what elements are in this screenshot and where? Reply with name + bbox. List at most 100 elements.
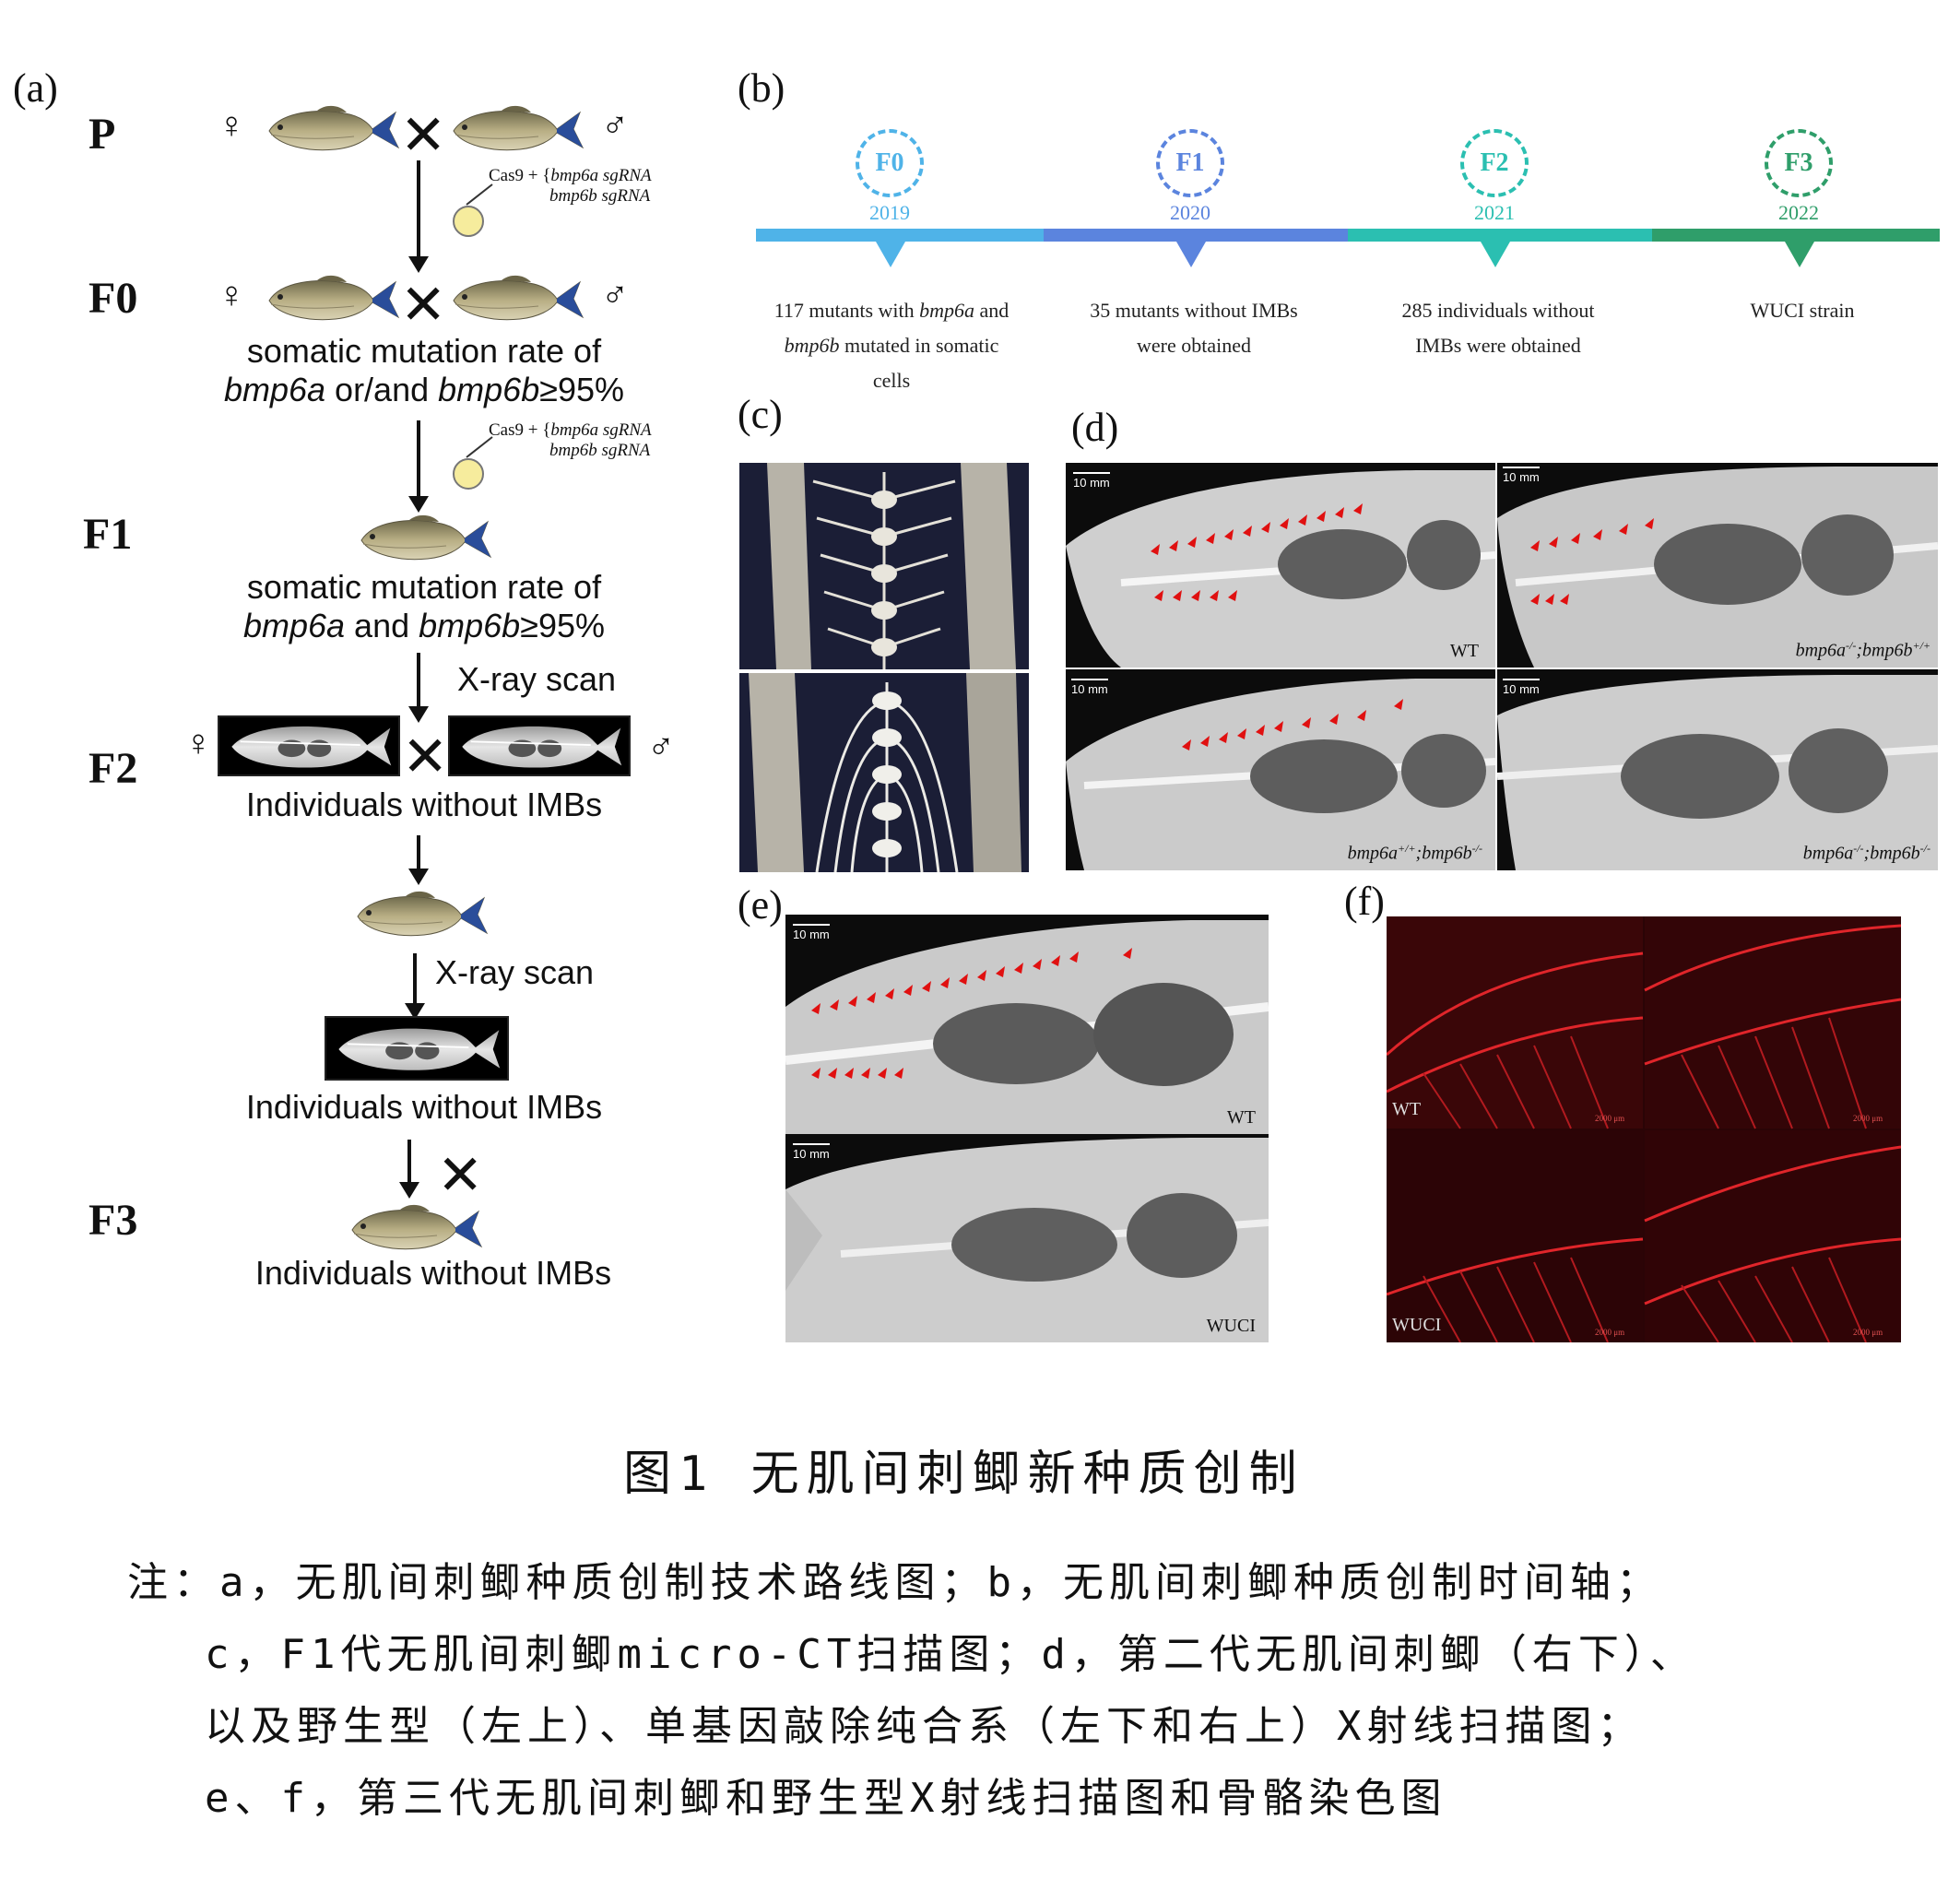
cross-icon: ✕ — [400, 103, 447, 168]
gen-label-f2: F2 — [89, 744, 138, 793]
timeline-pointer-icon — [1481, 242, 1510, 267]
timeline-segment — [756, 229, 1044, 242]
figure-note-line: e、f，第三代无肌间刺鲫和野生型X射线扫描图和骨骼染色图 — [205, 1775, 1447, 1822]
arrow-down-icon — [405, 953, 425, 1020]
injection-egg-icon — [453, 436, 493, 490]
female-symbol: ♀ — [218, 274, 245, 315]
f3-result: Individuals without IMBs — [254, 1254, 612, 1292]
fish-image — [446, 101, 584, 157]
injection-label: Cas9 + {bmp6a sgRNA bmp6b sgRNA — [489, 166, 652, 206]
xray-image-wt: 10 mm WT — [1066, 463, 1495, 668]
arrow-down-icon — [408, 653, 429, 723]
genotype-label: WUCI — [1206, 1316, 1256, 1336]
female-symbol: ♀ — [184, 722, 212, 763]
gen-label-p: P — [89, 110, 116, 159]
xray-image-wt-f3: 10 mm WT — [785, 915, 1269, 1134]
xray-thumbnail — [448, 715, 631, 776]
arrow-down-icon — [408, 160, 429, 273]
panel-label-e: (e) — [738, 882, 783, 928]
fish-image — [446, 271, 584, 326]
figure-title: 图1 无肌间刺鲫新种质创制 — [623, 1447, 1305, 1502]
f2-result: Individuals without IMBs — [245, 786, 603, 823]
arrow-down-icon — [399, 1140, 419, 1199]
scale-bar: 10 mm — [1503, 679, 1540, 696]
scale-bar: 10 mm — [1071, 679, 1108, 696]
scale-bar: 10 mm — [793, 1143, 830, 1161]
male-symbol: ♂ — [647, 726, 675, 767]
timeline-year: 2019 — [869, 201, 910, 224]
xray-thumbnail — [325, 1016, 509, 1081]
timeline-year: 2020 — [1170, 201, 1210, 224]
scale-bar: 10 mm — [1503, 467, 1540, 484]
xray-image-double-ko: 10 mm bmp6a-/-;bmp6b-/- — [1497, 669, 1938, 870]
panel-label-f: (f) — [1344, 879, 1385, 924]
timeline-year: 2022 — [1778, 201, 1819, 224]
figure-note-line: 以及野生型（左上）、单基因敲除纯合系（左下和右上）X射线扫描图； — [205, 1703, 1644, 1750]
bone-stain-image: WT WUCI 2000 μm 2000 μm 2000 μm 2000 μm — [1387, 916, 1901, 1342]
timeline-year: 2021 — [1474, 201, 1515, 224]
microct-image-bottom — [739, 673, 1029, 872]
injection-egg-icon — [453, 183, 493, 237]
timeline-pointer-icon — [876, 242, 905, 267]
microct-image-top — [739, 463, 1029, 669]
gen-label-f1: F1 — [83, 510, 133, 559]
timeline-node-f1: F1 — [1156, 129, 1224, 197]
xray-thumbnail — [218, 715, 400, 776]
stain-scale: 2000 μm — [1853, 1114, 1883, 1123]
genotype-label: WT — [1226, 1107, 1256, 1128]
timeline-segment — [1348, 229, 1652, 242]
arrow-down-icon — [408, 420, 429, 513]
xray-image-bmp6b-ko: 10 mm bmp6a+/+;bmp6b-/- — [1066, 669, 1495, 870]
xray-scan-label-1: X-ray scan — [457, 660, 617, 698]
panel-label-d: (d) — [1071, 405, 1119, 450]
stain-scale: 2000 μm — [1595, 1328, 1625, 1337]
fish-image — [262, 271, 400, 326]
timeline-node-f2: F2 — [1460, 129, 1529, 197]
stain-label-wuci: WUCI — [1392, 1315, 1442, 1335]
timeline-node-f0: F0 — [856, 129, 924, 197]
panel-label-a: (a) — [13, 65, 58, 111]
male-symbol: ♂ — [601, 274, 629, 315]
mid-result: Individuals without IMBs — [245, 1088, 603, 1126]
injection-label: Cas9 + {bmp6a sgRNA bmp6b sgRNA — [489, 420, 652, 460]
genotype-label: bmp6a+/+;bmp6b-/- — [1347, 842, 1482, 864]
male-symbol: ♂ — [601, 104, 629, 146]
timeline-node-f3: F3 — [1765, 129, 1833, 197]
scale-bar: 10 mm — [793, 924, 830, 941]
f0-criteria: somatic mutation rate of bmp6a or/and bm… — [223, 332, 625, 408]
panel-label-b: (b) — [738, 65, 785, 111]
gen-label-f3: F3 — [89, 1196, 138, 1245]
timeline-description: 35 mutants without IMBs were obtained — [1090, 299, 1298, 357]
stain-scale: 2000 μm — [1853, 1328, 1883, 1337]
cross-icon: ✕ — [437, 1143, 484, 1208]
fish-image — [350, 887, 489, 942]
genotype-label: bmp6a-/-;bmp6b+/+ — [1795, 639, 1930, 661]
timeline-pointer-icon — [1176, 242, 1206, 267]
gen-label-f0: F0 — [89, 274, 138, 323]
f1-criteria: somatic mutation rate of bmp6a and bmp6b… — [242, 568, 606, 644]
xray-image-bmp6a-ko: 10 mm bmp6a-/-;bmp6b+/+ — [1497, 463, 1938, 668]
stain-scale: 2000 μm — [1595, 1114, 1625, 1123]
timeline-segment — [1652, 229, 1940, 242]
timeline-description: 285 individuals without IMBs were obtain… — [1401, 299, 1595, 357]
figure-note-line: c，F1代无肌间刺鲫micro-CT扫描图；d，第二代无肌间刺鲫（右下）、 — [205, 1631, 1696, 1678]
stain-label-wt: WT — [1392, 1099, 1422, 1119]
arrow-down-icon — [408, 835, 429, 885]
fish-image — [345, 1200, 483, 1256]
timeline-segment — [1044, 229, 1348, 242]
timeline-pointer-icon — [1785, 242, 1814, 267]
fish-image — [354, 511, 492, 566]
timeline-description: WUCI strain — [1750, 299, 1855, 322]
xray-scan-label-2: X-ray scan — [435, 953, 595, 991]
cross-icon: ✕ — [402, 725, 449, 789]
cross-icon: ✕ — [400, 273, 447, 337]
panel-label-c: (c) — [738, 392, 783, 437]
scale-bar: 10 mm — [1073, 472, 1110, 490]
figure-note-line: 注：a，无肌间刺鲫种质创制技术路线图；b，无肌间刺鲫种质创制时间轴； — [127, 1559, 1662, 1606]
timeline-description: 117 mutants with bmp6a and bmp6b mutated… — [773, 299, 1010, 392]
fish-image — [262, 101, 400, 157]
female-symbol: ♀ — [218, 104, 245, 146]
genotype-label: bmp6a-/-;bmp6b-/- — [1802, 842, 1930, 864]
xray-image-wuci: 10 mm WUCI — [785, 1134, 1269, 1342]
genotype-label: WT — [1449, 641, 1479, 661]
